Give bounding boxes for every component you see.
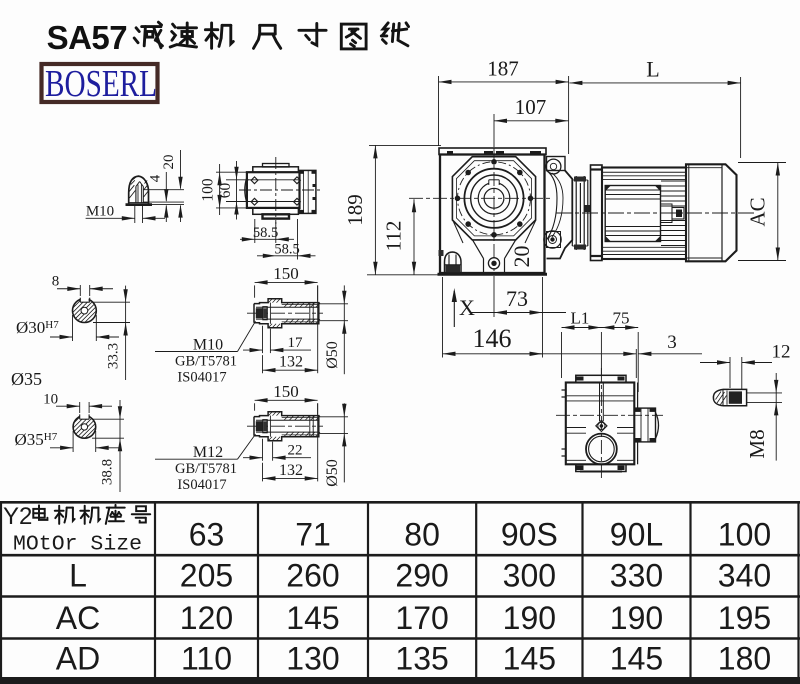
svg-text:80: 80 bbox=[404, 517, 440, 553]
svg-text:300: 300 bbox=[503, 558, 556, 594]
svg-text:58.5: 58.5 bbox=[274, 242, 299, 258]
svg-text:Ø50: Ø50 bbox=[324, 459, 341, 487]
svg-text:58.5: 58.5 bbox=[253, 225, 278, 241]
svg-text:150: 150 bbox=[273, 382, 299, 401]
svg-text:73: 73 bbox=[506, 286, 528, 311]
svg-text:22: 22 bbox=[288, 443, 303, 459]
svg-text:Ø30H7: Ø30H7 bbox=[16, 318, 59, 337]
svg-text:187: 187 bbox=[487, 57, 519, 81]
svg-text:110: 110 bbox=[181, 641, 232, 677]
svg-text:20: 20 bbox=[509, 246, 534, 268]
svg-text:MOtOr Size: MOtOr Size bbox=[13, 533, 142, 557]
svg-text:75: 75 bbox=[613, 309, 630, 328]
svg-text:190: 190 bbox=[503, 600, 556, 636]
svg-text:12: 12 bbox=[772, 342, 791, 363]
svg-text:X: X bbox=[459, 295, 475, 320]
svg-text:63: 63 bbox=[189, 517, 225, 553]
svg-text:107: 107 bbox=[515, 95, 547, 119]
svg-text:100: 100 bbox=[200, 178, 217, 202]
svg-text:195: 195 bbox=[718, 600, 771, 636]
svg-text:GB/T5781: GB/T5781 bbox=[175, 354, 237, 370]
svg-text:L1: L1 bbox=[571, 309, 590, 328]
svg-text:38.8: 38.8 bbox=[100, 459, 116, 485]
svg-text:189: 189 bbox=[343, 194, 367, 226]
svg-text:AD: AD bbox=[56, 641, 100, 677]
svg-text:145: 145 bbox=[503, 641, 556, 677]
svg-text:260: 260 bbox=[286, 558, 339, 594]
svg-text:71: 71 bbox=[295, 517, 331, 553]
svg-text:Y2: Y2 bbox=[3, 503, 32, 530]
svg-text:330: 330 bbox=[610, 558, 663, 594]
svg-text:IS04017: IS04017 bbox=[177, 477, 226, 493]
svg-text:135: 135 bbox=[395, 641, 448, 677]
svg-text:90L: 90L bbox=[610, 517, 663, 553]
svg-text:M10: M10 bbox=[193, 337, 223, 354]
svg-text:180: 180 bbox=[718, 641, 771, 677]
svg-text:IS04017: IS04017 bbox=[177, 370, 226, 386]
svg-text:132: 132 bbox=[279, 462, 303, 479]
svg-text:100: 100 bbox=[718, 517, 771, 553]
svg-text:60: 60 bbox=[217, 183, 234, 199]
svg-text:170: 170 bbox=[395, 600, 448, 636]
svg-text:L: L bbox=[646, 57, 659, 82]
svg-text:290: 290 bbox=[395, 558, 448, 594]
svg-text:130: 130 bbox=[286, 641, 339, 677]
svg-text:4: 4 bbox=[148, 174, 164, 182]
svg-text:BOSERL: BOSERL bbox=[45, 63, 157, 105]
svg-text:Ø35: Ø35 bbox=[11, 369, 42, 389]
svg-text:M8: M8 bbox=[745, 429, 769, 458]
svg-text:340: 340 bbox=[718, 558, 771, 594]
svg-text:8: 8 bbox=[52, 274, 60, 290]
svg-text:132: 132 bbox=[279, 354, 303, 371]
svg-text:20: 20 bbox=[161, 155, 177, 170]
svg-text:M12: M12 bbox=[193, 444, 223, 461]
svg-text:Ø50: Ø50 bbox=[324, 341, 341, 369]
svg-text:33.3: 33.3 bbox=[106, 343, 122, 369]
svg-text:AC: AC bbox=[56, 600, 100, 636]
svg-text:90S: 90S bbox=[501, 517, 558, 553]
svg-text:L: L bbox=[69, 558, 87, 594]
svg-text:GB/T5781: GB/T5781 bbox=[175, 461, 237, 477]
svg-text:17: 17 bbox=[288, 335, 304, 351]
svg-text:150: 150 bbox=[273, 264, 299, 283]
svg-text:145: 145 bbox=[610, 641, 663, 677]
svg-text:SA57: SA57 bbox=[47, 19, 128, 56]
svg-text:M10: M10 bbox=[86, 204, 114, 220]
svg-text:AC: AC bbox=[746, 197, 770, 226]
svg-text:Ø35H7: Ø35H7 bbox=[15, 430, 58, 449]
svg-text:145: 145 bbox=[286, 600, 339, 636]
svg-text:112: 112 bbox=[382, 221, 406, 252]
svg-text:3: 3 bbox=[667, 332, 677, 353]
svg-text:10: 10 bbox=[43, 392, 58, 408]
svg-text:190: 190 bbox=[610, 600, 663, 636]
svg-text:120: 120 bbox=[180, 600, 233, 636]
svg-text:146: 146 bbox=[473, 324, 512, 353]
svg-text:205: 205 bbox=[180, 558, 233, 594]
